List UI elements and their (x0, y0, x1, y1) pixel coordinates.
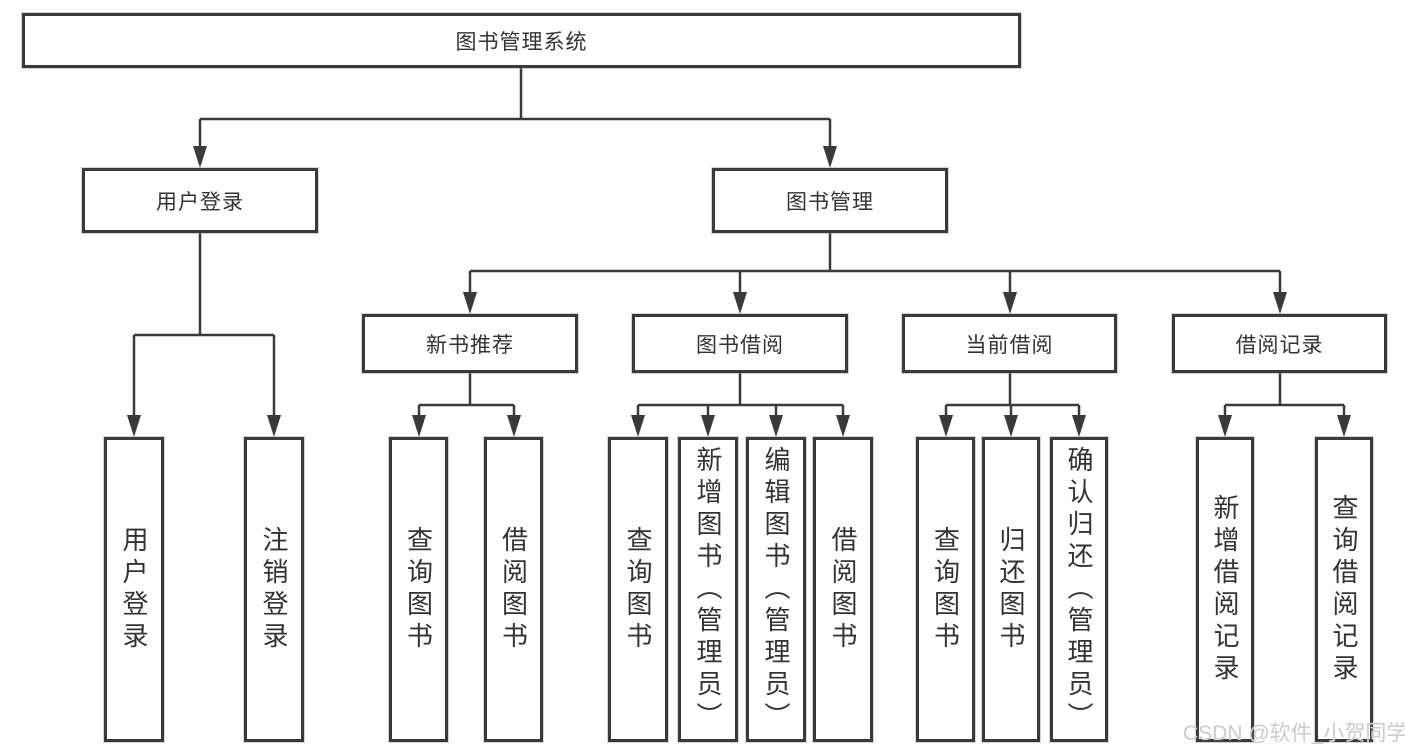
leaf-query-books-current: 查询图书 (916, 437, 975, 742)
leaf-add-borrow-record: 新增借阅记录 (1196, 437, 1254, 742)
node-user-login: 用户登录 (82, 168, 318, 233)
leaf-borrow-books-borrowing: 借阅图书 (813, 437, 873, 742)
node-current-borrowing: 当前借阅 (902, 314, 1117, 373)
node-book-management-label: 图书管理 (786, 190, 874, 214)
leaf-add-books-admin: 新增图书（管理员） (678, 437, 738, 742)
leaf-query-books-borrowing-label: 查询图书 (623, 525, 653, 654)
leaf-return-books: 归还图书 (982, 437, 1040, 742)
node-root-system: 图书管理系统 (22, 13, 1021, 68)
leaf-borrow-books-recommend-label: 借阅图书 (498, 525, 529, 654)
leaf-query-books-current-label: 查询图书 (930, 525, 961, 654)
leaf-confirm-return-admin: 确认归还（管理员） (1050, 437, 1108, 742)
leaf-query-borrow-record-label: 查询借阅记录 (1329, 493, 1359, 686)
leaf-query-books-recommend-label: 查询图书 (403, 525, 434, 654)
leaf-borrow-books-borrowing-label: 借阅图书 (828, 525, 858, 654)
leaf-borrow-books-recommend: 借阅图书 (484, 437, 543, 742)
leaf-logout-label: 注销登录 (259, 525, 289, 654)
leaf-logout: 注销登录 (244, 437, 304, 742)
leaf-query-borrow-record: 查询借阅记录 (1315, 437, 1373, 742)
node-root-system-label: 图书管理系统 (455, 30, 588, 54)
node-book-management: 图书管理 (712, 168, 948, 233)
leaf-add-borrow-record-label: 新增借阅记录 (1210, 493, 1240, 686)
leaf-query-books-recommend: 查询图书 (389, 437, 448, 742)
leaf-add-books-admin-label: 新增图书（管理员） (693, 445, 723, 734)
node-current-borrowing-label: 当前借阅 (965, 333, 1054, 357)
leaf-query-books-borrowing: 查询图书 (608, 437, 668, 742)
leaf-confirm-return-admin-label: 确认归还（管理员） (1064, 445, 1094, 734)
node-new-book-recommendation-label: 新书推荐 (426, 333, 514, 357)
node-new-book-recommendation: 新书推荐 (362, 314, 578, 373)
leaf-user-login: 用户登录 (104, 437, 164, 742)
node-borrowing-records: 借阅记录 (1172, 314, 1387, 373)
csdn-watermark: CSDN @软件_小贺同学 (1183, 722, 1405, 745)
leaf-edit-books-admin-label: 编辑图书（管理员） (761, 445, 791, 734)
node-user-login-label: 用户登录 (156, 190, 244, 214)
node-book-borrowing-label: 图书借阅 (696, 333, 784, 357)
leaf-user-login-label: 用户登录 (119, 525, 149, 654)
node-borrowing-records-label: 借阅记录 (1235, 333, 1324, 357)
node-book-borrowing: 图书借阅 (632, 314, 848, 373)
leaf-return-books-label: 归还图书 (996, 525, 1026, 654)
leaf-edit-books-admin: 编辑图书（管理员） (746, 437, 806, 742)
